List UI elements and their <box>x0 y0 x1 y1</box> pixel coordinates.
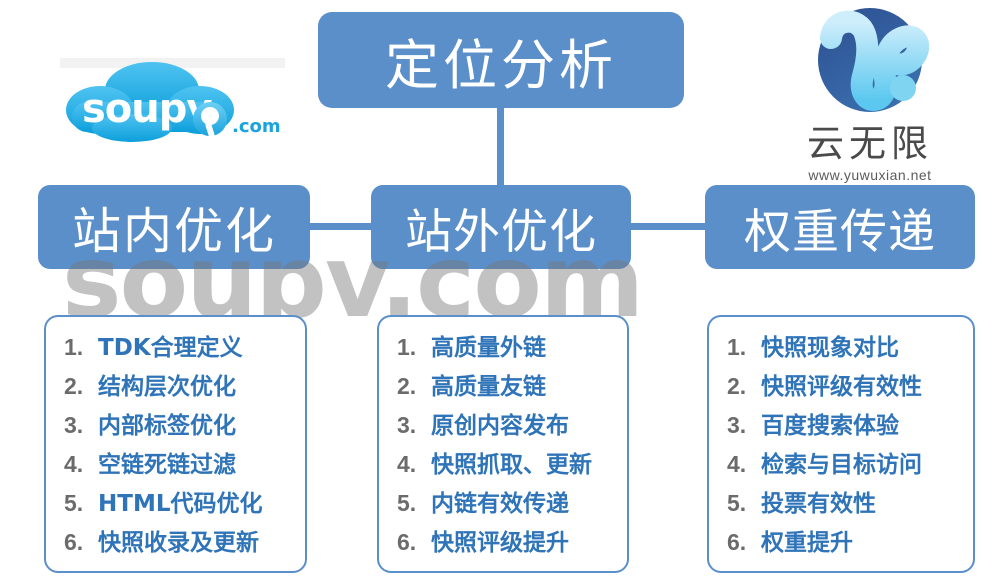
list-item-label: 快照现象对比 <box>761 335 899 361</box>
list-item-label: 结构层次优化 <box>98 374 236 400</box>
list-item: 4. 空链死链过滤 <box>46 445 305 484</box>
list-item-label: HTML代码优化 <box>98 491 263 517</box>
list-item-number: 1. <box>64 334 84 360</box>
list-item-number: 5. <box>727 490 747 516</box>
list-item-number: 2. <box>64 373 84 399</box>
connector-offsite-to-weight <box>625 223 711 230</box>
list-item-label: 快照评级提升 <box>431 530 569 556</box>
list-item-number: 4. <box>64 451 84 477</box>
list-item-label: 原创内容发布 <box>431 413 569 439</box>
list-item: 6. 权重提升 <box>709 523 973 562</box>
list-item-number: 3. <box>64 412 84 438</box>
list-item-label: 百度搜索体验 <box>761 413 899 439</box>
list-item-label: 内链有效传递 <box>431 491 569 517</box>
yuwuxian-logo: 云无限 www.yuwuxian.net <box>745 4 995 183</box>
list-item: 3. 内部标签优化 <box>46 406 305 445</box>
list-item-number: 6. <box>727 529 747 555</box>
connector-title-to-offsite <box>497 104 504 188</box>
svg-text:soupv: soupv <box>82 86 212 132</box>
list-item: 1. 高质量外链 <box>379 328 627 367</box>
list-item-number: 2. <box>727 373 747 399</box>
list-item-label: 高质量外链 <box>431 335 546 361</box>
list-item-number: 6. <box>64 529 84 555</box>
svg-text:.com: .com <box>232 116 281 137</box>
list-item: 5. 投票有效性 <box>709 484 973 523</box>
list-item: 2. 高质量友链 <box>379 367 627 406</box>
yuwuxian-name: 云无限 <box>807 122 933 165</box>
list-item-number: 3. <box>727 412 747 438</box>
list-item: 1. 快照现象对比 <box>709 328 973 367</box>
list-item-label: 权重提升 <box>761 530 853 556</box>
list-item-label: 内部标签优化 <box>98 413 236 439</box>
soupv-cloud-icon: soupv .com <box>66 62 281 142</box>
list-item: 2. 快照评级有效性 <box>709 367 973 406</box>
yuwuxian-mark-icon <box>818 8 930 112</box>
list-item-label: 投票有效性 <box>761 491 876 517</box>
node-onsite-optimization[interactable]: 站内优化 <box>38 185 310 269</box>
list-item: 6. 快照收录及更新 <box>46 523 305 562</box>
list-item-label: TDK合理定义 <box>98 335 243 361</box>
list-item-number: 5. <box>64 490 84 516</box>
list-item-number: 3. <box>397 412 417 438</box>
card-offsite-list: 1. 高质量外链 2. 高质量友链 3. 原创内容发布 4. 快照抓取、更新 5… <box>377 315 629 573</box>
card-weight-list: 1. 快照现象对比 2. 快照评级有效性 3. 百度搜索体验 4. 检索与目标访… <box>707 315 975 573</box>
list-item: 5. HTML代码优化 <box>46 484 305 523</box>
list-item-label: 高质量友链 <box>431 374 546 400</box>
list-item: 4. 快照抓取、更新 <box>379 445 627 484</box>
list-item-label: 空链死链过滤 <box>98 452 236 478</box>
card-onsite-list: 1. TDK合理定义 2. 结构层次优化 3. 内部标签优化 4. 空链死链过滤… <box>44 315 307 573</box>
list-item: 5. 内链有效传递 <box>379 484 627 523</box>
list-item-label: 快照抓取、更新 <box>431 452 592 478</box>
list-item-number: 5. <box>397 490 417 516</box>
soupv-logo: soupv .com <box>60 58 285 158</box>
logo-background-band <box>60 58 285 68</box>
list-item-number: 4. <box>727 451 747 477</box>
yuwuxian-url: www.yuwuxian.net <box>808 167 932 183</box>
list-item: 3. 百度搜索体验 <box>709 406 973 445</box>
list-item: 4. 检索与目标访问 <box>709 445 973 484</box>
connector-onsite-to-offsite <box>304 223 377 230</box>
list-item-label: 快照收录及更新 <box>98 530 259 556</box>
list-item: 6. 快照评级提升 <box>379 523 627 562</box>
node-offsite-optimization[interactable]: 站外优化 <box>371 185 631 269</box>
node-weight-transfer[interactable]: 权重传递 <box>705 185 975 269</box>
list-item-label: 检索与目标访问 <box>761 452 922 478</box>
list-item-number: 1. <box>397 334 417 360</box>
list-item: 1. TDK合理定义 <box>46 328 305 367</box>
list-item-label: 快照评级有效性 <box>761 374 922 400</box>
list-item-number: 1. <box>727 334 747 360</box>
list-item-number: 6. <box>397 529 417 555</box>
list-item-number: 2. <box>397 373 417 399</box>
node-title[interactable]: 定位分析 <box>318 12 684 108</box>
list-item: 3. 原创内容发布 <box>379 406 627 445</box>
list-item-number: 4. <box>397 451 417 477</box>
list-item: 2. 结构层次优化 <box>46 367 305 406</box>
